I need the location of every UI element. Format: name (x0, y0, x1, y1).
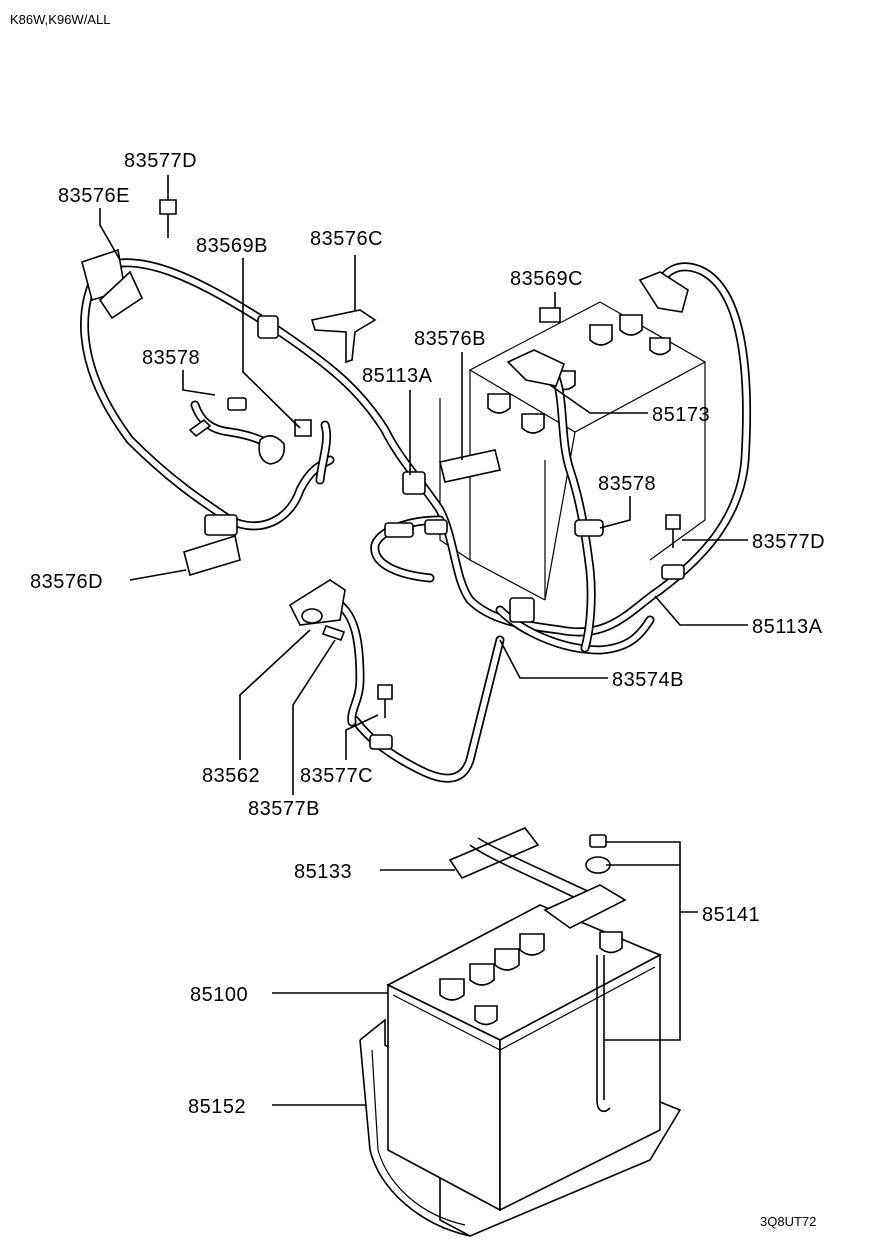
label-83576c: 83576C (310, 228, 383, 250)
connector-83578 (188, 397, 286, 465)
illustration-code: 3Q8UT72 (760, 1214, 816, 1229)
washer-83562 (301, 608, 323, 624)
battery-terminals-upper (487, 314, 671, 434)
label-83576b: 83576B (414, 328, 486, 350)
label-83569b: 83569B (196, 235, 268, 257)
label-83576d: 83576D (30, 571, 103, 593)
terminal-clamps (506, 271, 689, 387)
part-labels: 83577D 83576E 83569B 83576C 83569C 83578… (30, 150, 825, 1118)
label-83569c: 83569C (510, 268, 583, 290)
battery-85100 (386, 904, 662, 1212)
label-85113a-lower: 85113A (752, 616, 823, 638)
bracket-83576c (310, 309, 377, 364)
label-83562: 83562 (202, 765, 260, 787)
label-83574b: 83574B (612, 669, 684, 691)
label-85100: 85100 (190, 984, 248, 1006)
label-85113a-upper: 85113A (362, 365, 433, 387)
clips (81, 248, 685, 750)
battery-terminals-lower (439, 931, 623, 1026)
label-83577d-right: 83577D (752, 531, 825, 553)
label-85141: 85141 (702, 904, 760, 926)
label-85133: 85133 (294, 861, 352, 883)
bolt-83577b (321, 624, 346, 642)
label-83578-left: 83578 (142, 347, 200, 369)
label-83578-right: 83578 (598, 473, 656, 495)
hold-down-rod-85141 (585, 834, 611, 1113)
hold-down-85133 (448, 827, 627, 929)
leader-lines (99, 175, 748, 1106)
label-83576e: 83576E (58, 185, 130, 207)
model-code: K86W,K96W/ALL (10, 12, 110, 27)
label-83577d-top: 83577D (124, 150, 197, 172)
label-83577b: 83577B (248, 798, 320, 820)
label-85152: 85152 (188, 1096, 246, 1118)
label-85173: 85173 (652, 404, 710, 426)
label-83577c: 83577C (300, 765, 373, 787)
bolts-upper (159, 199, 681, 718)
battery-tray-85152 (359, 1018, 682, 1237)
